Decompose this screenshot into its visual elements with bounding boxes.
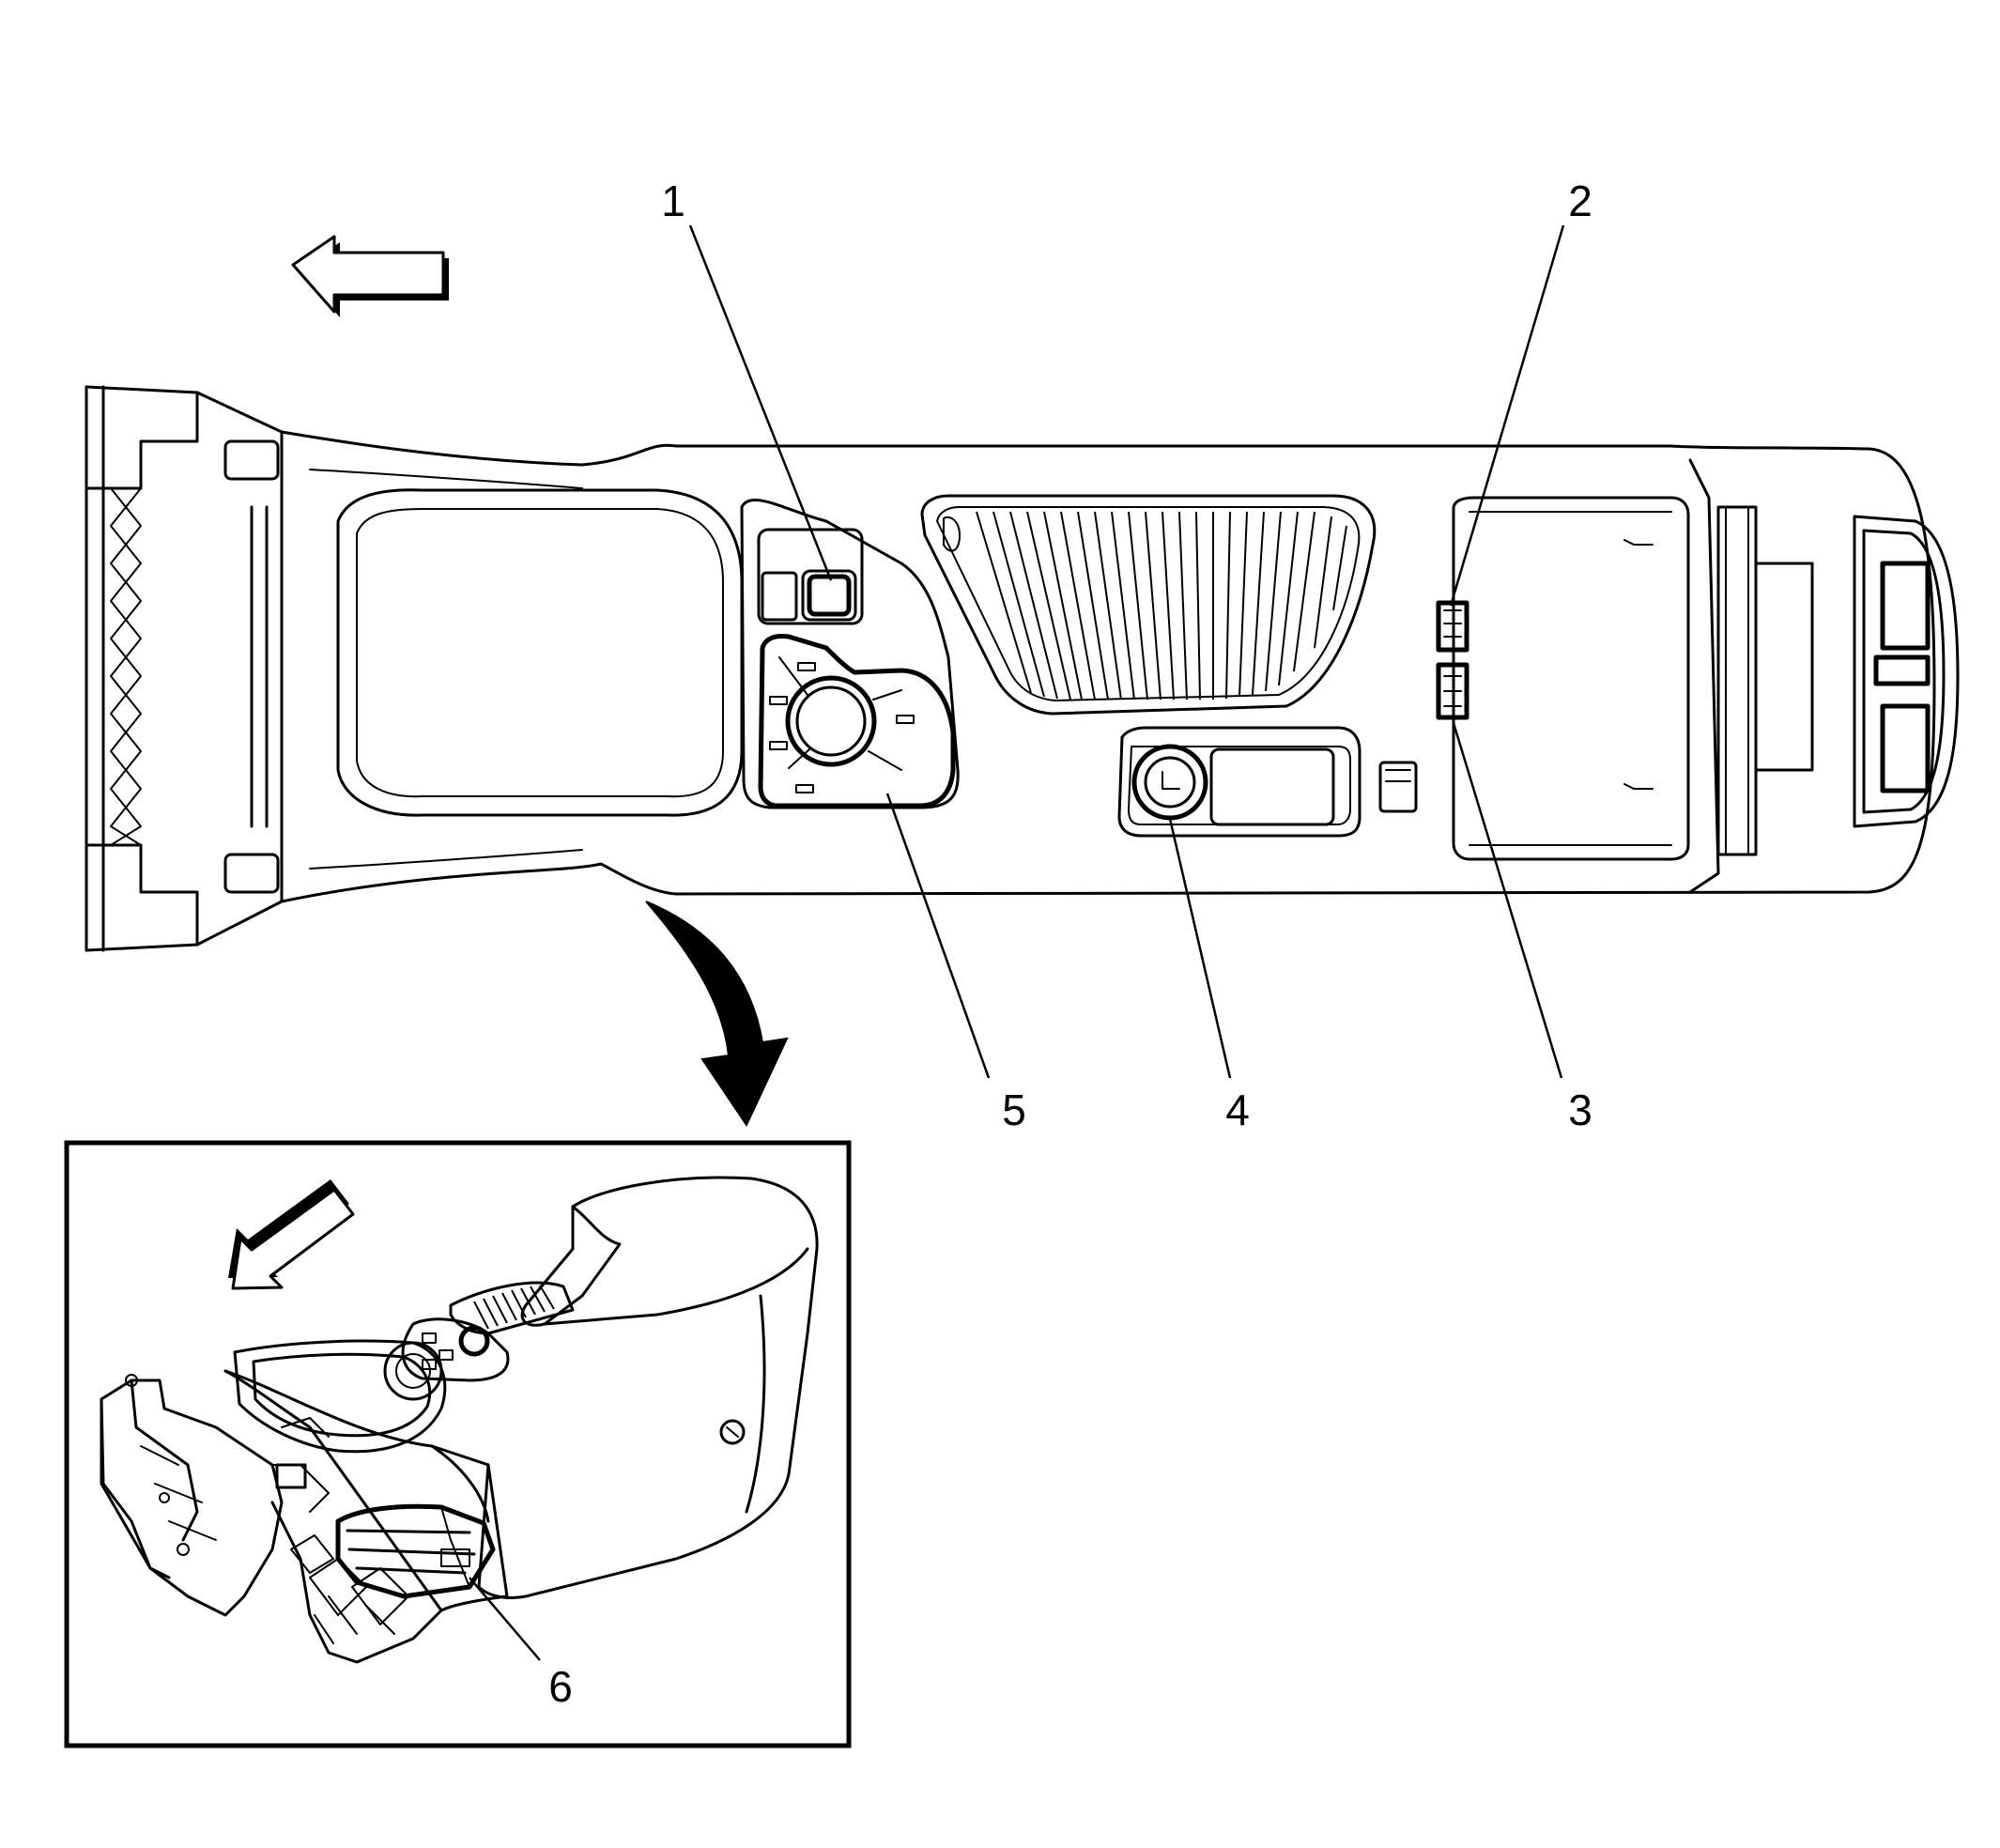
console-switch-1 <box>757 528 864 625</box>
callout-label-6: 6 <box>548 1662 573 1711</box>
leader-line-6 <box>469 1577 541 1661</box>
rear-vent <box>1853 515 1960 828</box>
power-outlet-4 <box>1131 744 1208 821</box>
console-top-view <box>85 385 1960 952</box>
cupholder-tambour-door <box>920 494 1377 716</box>
leader-lines <box>688 224 1565 1079</box>
storage-bin <box>336 488 744 817</box>
direction-arrow-icon <box>291 235 449 317</box>
console-isometric-view <box>100 1176 819 1664</box>
usb-module-6 <box>335 1503 496 1599</box>
callout-label-4: 4 <box>1225 1086 1250 1134</box>
detail-inset: 6 <box>64 1140 852 1748</box>
callout-label-5: 5 <box>1002 1086 1026 1134</box>
power-outlet-panel <box>1117 726 1418 838</box>
callout-label-2: 2 <box>1568 177 1592 225</box>
rear-compartment <box>1452 458 1814 894</box>
console-shell <box>280 430 1936 903</box>
usb-port-3 <box>1436 662 1469 720</box>
tambour-slats <box>976 511 1347 701</box>
direction-arrow-icon <box>228 1179 355 1290</box>
curved-arrow-icon <box>645 901 789 1128</box>
callout-label-1: 1 <box>661 177 685 225</box>
multifunction-controller-5 <box>758 634 956 808</box>
console-front-bracket <box>85 385 284 952</box>
callout-label-3: 3 <box>1568 1086 1592 1134</box>
